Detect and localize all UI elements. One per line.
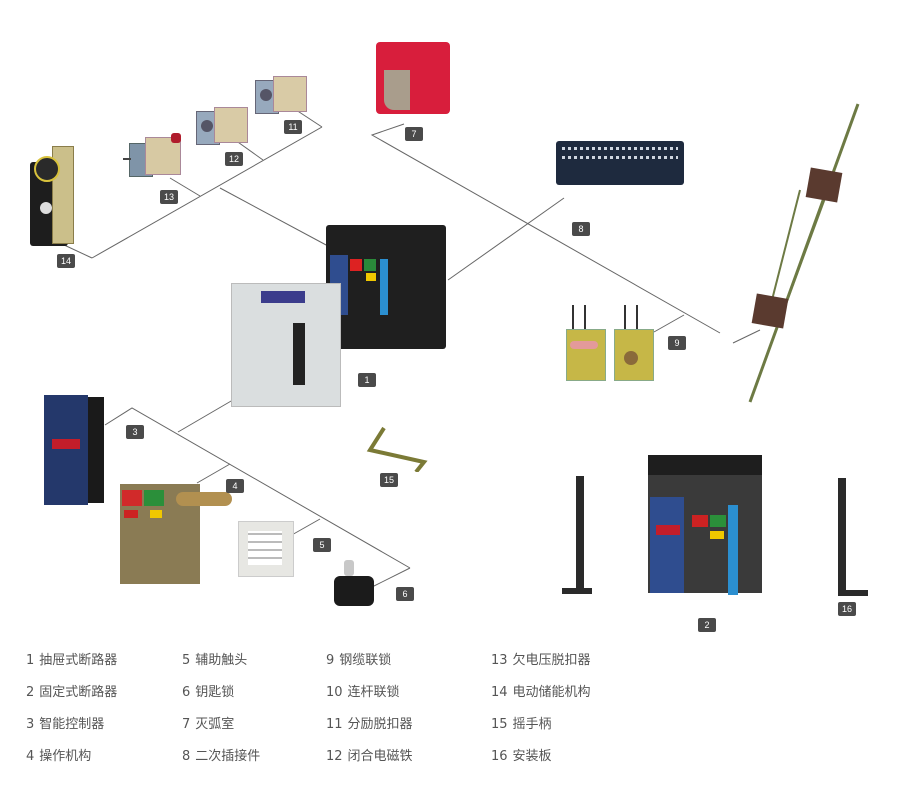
leader-line-bus-to-1 [219, 187, 329, 247]
legend-item: 14 电动储能机构 [491, 683, 591, 715]
legend-number: 3 [26, 717, 35, 732]
callout-badge-7: 7 [405, 127, 423, 141]
legend-label: 连杆联锁 [347, 685, 400, 700]
leader-line-7 [370, 123, 721, 334]
rod-interlock-image [748, 103, 860, 403]
legend-number: 6 [182, 685, 191, 700]
undervoltage-release-image [123, 133, 183, 178]
callout-badge-3: 3 [126, 425, 144, 439]
legend-label: 钥匙锁 [195, 685, 235, 700]
callout-badge-4: 4 [226, 479, 244, 493]
callout-badge-16: 16 [838, 602, 856, 616]
mounting-plate-left-image [562, 476, 598, 596]
leader-line-8 [447, 197, 565, 281]
legend-number: 11 [326, 717, 343, 732]
leader-line-13 [169, 177, 201, 197]
legend-item: 2 固定式断路器 [26, 683, 117, 715]
leader-line-9 [653, 314, 685, 333]
legend-number: 8 [182, 749, 191, 764]
shunt-release-image [253, 72, 311, 117]
legend-item: 1 抽屉式断路器 [26, 651, 117, 683]
legend-label: 钢缆联锁 [339, 653, 392, 668]
legend-item: 10 连杆联锁 [326, 683, 413, 715]
legend-label: 辅助触头 [195, 653, 248, 668]
callout-badge-9: 9 [668, 336, 686, 350]
legend-column-3: 9 钢缆联锁 10 连杆联锁 11 分励脱扣器 12 闭合电磁铁 [326, 651, 413, 779]
intelligent-controller-image [44, 385, 106, 507]
leader-line-10 [732, 329, 761, 344]
callout-badge-12: 12 [225, 152, 243, 166]
callout-badge-13: 13 [160, 190, 178, 204]
legend-item: 4 操作机构 [26, 747, 117, 779]
auxiliary-contact-image [238, 521, 294, 577]
legend-label: 电动储能机构 [512, 685, 591, 700]
leader-line-12 [234, 139, 264, 161]
legend-item: 5 辅助触头 [182, 651, 260, 683]
callout-badge-6: 6 [396, 587, 414, 601]
legend-column-4: 13 欠电压脱扣器 14 电动储能机构 15 摇手柄 16 安装板 [491, 651, 591, 779]
legend-item: 12 闭合电磁铁 [326, 747, 413, 779]
legend-item: 16 安装板 [491, 747, 591, 779]
cable-interlock-image [566, 305, 662, 381]
callout-badge-11: 11 [284, 120, 302, 134]
arc-chamber-image [376, 42, 450, 114]
legend-label: 欠电压脱扣器 [512, 653, 591, 668]
legend-label: 闭合电磁铁 [347, 749, 413, 764]
closing-electromagnet-image [196, 103, 250, 148]
key-lock-image [334, 560, 376, 608]
legend-label: 操作机构 [39, 749, 92, 764]
leader-line-coil-bus [91, 126, 323, 259]
legend-number: 1 [26, 653, 35, 668]
legend-number: 4 [26, 749, 35, 764]
legend-label: 抽屉式断路器 [39, 653, 118, 668]
legend-number: 13 [491, 653, 508, 668]
legend-label: 安装板 [512, 749, 552, 764]
legend-number: 15 [491, 717, 508, 732]
legend-column-2: 5 辅助触头 6 钥匙锁 7 灭弧室 8 二次插接件 [182, 651, 260, 779]
legend-number: 9 [326, 653, 335, 668]
callout-badge-5: 5 [313, 538, 331, 552]
leader-line-3-6 [104, 407, 411, 569]
legend-number: 14 [491, 685, 508, 700]
motor-operating-mechanism-image [26, 142, 74, 248]
legend-label: 智能控制器 [39, 717, 105, 732]
legend-label: 分励脱扣器 [347, 717, 413, 732]
leader-line-4 [196, 463, 231, 484]
fixed-breaker-image [648, 455, 764, 595]
drawout-breaker-image [326, 225, 450, 353]
drawout-cradle-image [231, 283, 341, 408]
callout-badge-8: 8 [572, 222, 590, 236]
legend-number: 7 [182, 717, 191, 732]
leader-line-5 [289, 518, 321, 537]
legend-number: 2 [26, 685, 35, 700]
legend-label: 固定式断路器 [39, 685, 118, 700]
legend-label: 摇手柄 [512, 717, 552, 732]
operating-mechanism-image [116, 460, 236, 586]
legend-label: 二次插接件 [195, 749, 261, 764]
legend-number: 16 [491, 749, 508, 764]
legend-number: 10 [326, 685, 343, 700]
legend-item: 3 智能控制器 [26, 715, 117, 747]
callout-badge-14: 14 [57, 254, 75, 268]
exploded-parts-diagram: 1 2 3 4 5 6 7 8 9 11 12 13 14 15 16 [26, 42, 870, 632]
legend-item: 15 摇手柄 [491, 715, 591, 747]
legend-item: 6 钥匙锁 [182, 683, 260, 715]
legend-item: 7 灭弧室 [182, 715, 260, 747]
legend-item: 9 钢缆联锁 [326, 651, 413, 683]
mounting-plate-right-image [834, 478, 870, 598]
legend-item: 8 二次插接件 [182, 747, 260, 779]
crank-handle-image [366, 426, 428, 472]
callout-badge-1: 1 [358, 373, 376, 387]
secondary-connector-image [556, 141, 686, 185]
legend-number: 12 [326, 749, 343, 764]
leader-line-14 [61, 243, 93, 259]
legend-item: 13 欠电压脱扣器 [491, 651, 591, 683]
leader-line-6 [371, 567, 411, 588]
legend-number: 5 [182, 653, 191, 668]
legend-item: 11 分励脱扣器 [326, 715, 413, 747]
callout-badge-15: 15 [380, 473, 398, 487]
legend-column-1: 1 抽屉式断路器 2 固定式断路器 3 智能控制器 4 操作机构 [26, 651, 117, 779]
callout-badge-2: 2 [698, 618, 716, 632]
legend-label: 灭弧室 [195, 717, 235, 732]
